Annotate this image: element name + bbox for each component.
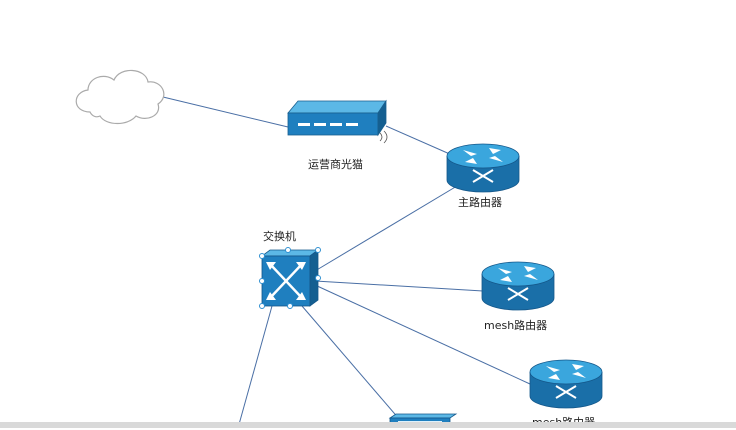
- switch-label: 交换机: [263, 230, 296, 243]
- router-icon: [481, 261, 555, 311]
- switch-icon: [259, 247, 321, 309]
- modem-label: 运营商光猫: [308, 158, 363, 171]
- links: [162, 96, 531, 428]
- link-cloud-modem: [162, 96, 289, 128]
- bottom-edge-shadow: [0, 422, 736, 428]
- selection-handle[interactable]: [259, 253, 265, 259]
- link-switch-mesh2: [314, 284, 531, 385]
- selection-handle[interactable]: [315, 247, 321, 253]
- selection-handle[interactable]: [259, 303, 265, 309]
- router-icon: [529, 359, 603, 409]
- main-router-label: 主路由器: [458, 196, 502, 209]
- link-switch-pc: [237, 305, 273, 428]
- selection-handle[interactable]: [285, 247, 291, 253]
- selection-handle[interactable]: [259, 278, 265, 284]
- cloud-icon: [75, 69, 165, 125]
- mesh-router-1-label: mesh路由器: [484, 319, 548, 332]
- modem-icon: [287, 99, 388, 144]
- link-switch-laptop: [301, 305, 401, 421]
- link-modem-main-router: [385, 125, 453, 156]
- selection-handle[interactable]: [315, 275, 321, 281]
- selection-handle[interactable]: [287, 303, 293, 309]
- link-main-router-switch: [314, 182, 463, 272]
- router-icon: [446, 143, 520, 193]
- link-switch-mesh1: [314, 280, 484, 292]
